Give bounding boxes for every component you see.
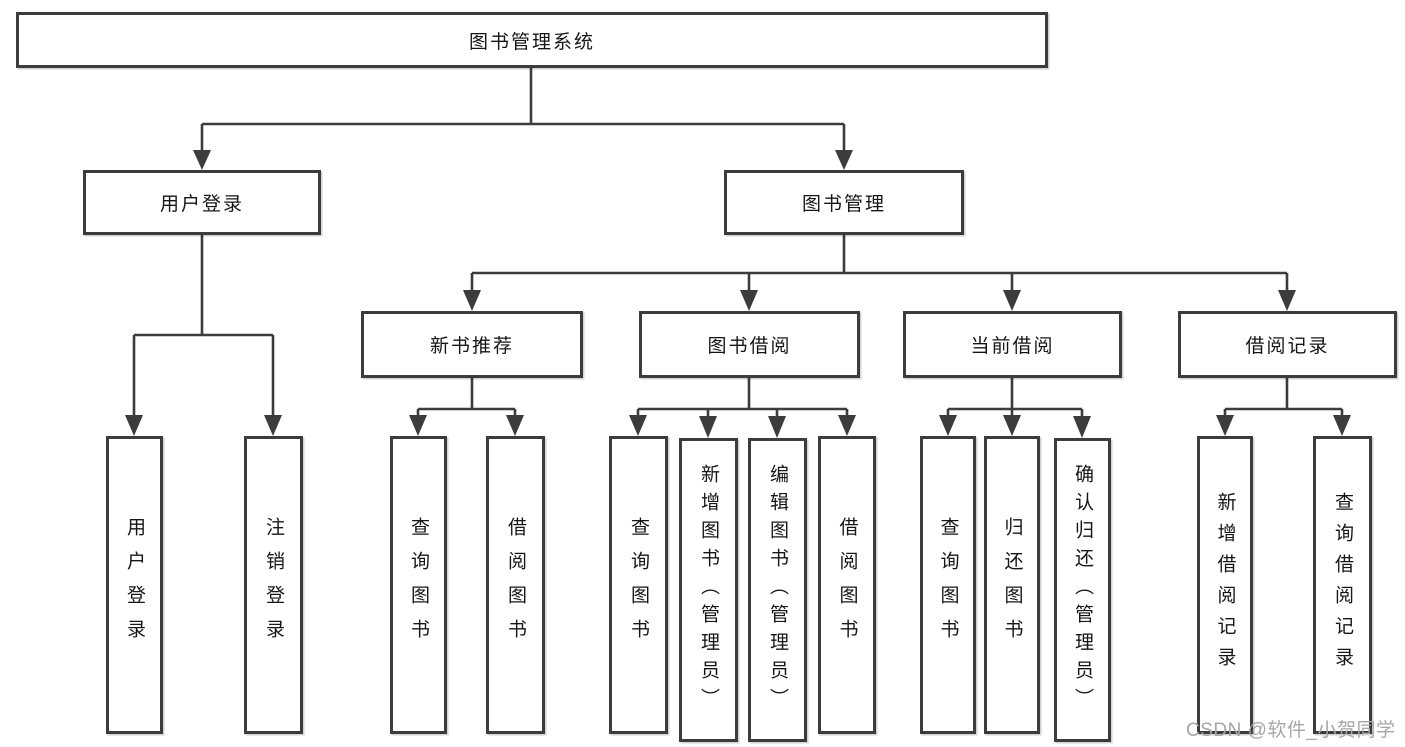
leaf-logout-label: 注销登录 — [263, 517, 284, 653]
connector-book-borrow-children — [629, 378, 856, 438]
node-current-borrow-label: 当前借阅 — [970, 336, 1055, 357]
connector-root-to-level2 — [193, 68, 853, 170]
leaf-rec-query-book: 查询图书 — [390, 436, 447, 734]
leaf-add-borrow-record: 新增借阅记录 — [1197, 436, 1253, 734]
connector-user-login-children — [125, 235, 282, 436]
leaf-rec-query-book-label: 查询图书 — [408, 517, 429, 653]
leaf-borrow-query-book-label: 查询图书 — [628, 517, 649, 653]
node-root-label: 图书管理系统 — [468, 31, 595, 53]
node-new-book-rec-label: 新书推荐 — [429, 336, 514, 357]
leaf-add-borrow-record-label: 新增借阅记录 — [1214, 492, 1236, 678]
leaf-confirm-return-admin: 确认归还（管理员） — [1054, 438, 1111, 742]
node-new-book-rec: 新书推荐 — [361, 311, 583, 378]
node-book-borrow-label: 图书借阅 — [707, 336, 792, 357]
leaf-confirm-return-admin-label: 确认归还（管理员） — [1072, 464, 1093, 716]
leaf-edit-book-admin: 编辑图书（管理员） — [748, 438, 807, 742]
leaf-borrow-book-label: 借阅图书 — [836, 517, 858, 653]
leaf-borrow-book: 借阅图书 — [818, 436, 876, 734]
node-borrow-records: 借阅记录 — [1178, 311, 1397, 378]
node-book-borrow: 图书借阅 — [639, 311, 860, 378]
leaf-return-book: 归还图书 — [984, 436, 1040, 734]
leaf-add-book-admin-label: 新增图书（管理员） — [698, 464, 719, 716]
node-root: 图书管理系统 — [16, 12, 1048, 68]
leaf-logout: 注销登录 — [244, 436, 303, 734]
leaf-rec-borrow-book-label: 借阅图书 — [505, 517, 526, 653]
leaf-current-query-book: 查询图书 — [920, 436, 976, 734]
leaf-add-book-admin: 新增图书（管理员） — [679, 438, 738, 742]
leaf-user-login-label: 用户登录 — [124, 517, 145, 653]
connector-book-mgmt-children — [463, 235, 1296, 311]
leaf-query-borrow-record-label: 查询借阅记录 — [1332, 492, 1353, 678]
connector-current-borrow-children — [939, 378, 1091, 438]
connector-borrow-records-children — [1216, 378, 1351, 436]
leaf-borrow-query-book: 查询图书 — [609, 436, 668, 734]
leaf-user-login: 用户登录 — [106, 436, 163, 734]
node-user-login: 用户登录 — [83, 170, 321, 235]
leaf-current-query-book-label: 查询图书 — [937, 517, 959, 653]
node-book-mgmt: 图书管理 — [724, 170, 964, 235]
node-user-login-label: 用户登录 — [159, 194, 244, 215]
leaf-return-book-label: 归还图书 — [1001, 517, 1023, 653]
leaf-rec-borrow-book: 借阅图书 — [486, 436, 545, 734]
node-current-borrow: 当前借阅 — [903, 311, 1122, 378]
leaf-edit-book-admin-label: 编辑图书（管理员） — [767, 464, 788, 716]
connector-new-book-rec-children — [409, 378, 524, 436]
node-book-mgmt-label: 图书管理 — [801, 194, 886, 215]
csdn-watermark: CSDN @软件_小贺同学 — [1186, 720, 1396, 741]
leaf-query-borrow-record: 查询借阅记录 — [1313, 436, 1372, 734]
node-borrow-records-label: 借阅记录 — [1245, 336, 1330, 357]
